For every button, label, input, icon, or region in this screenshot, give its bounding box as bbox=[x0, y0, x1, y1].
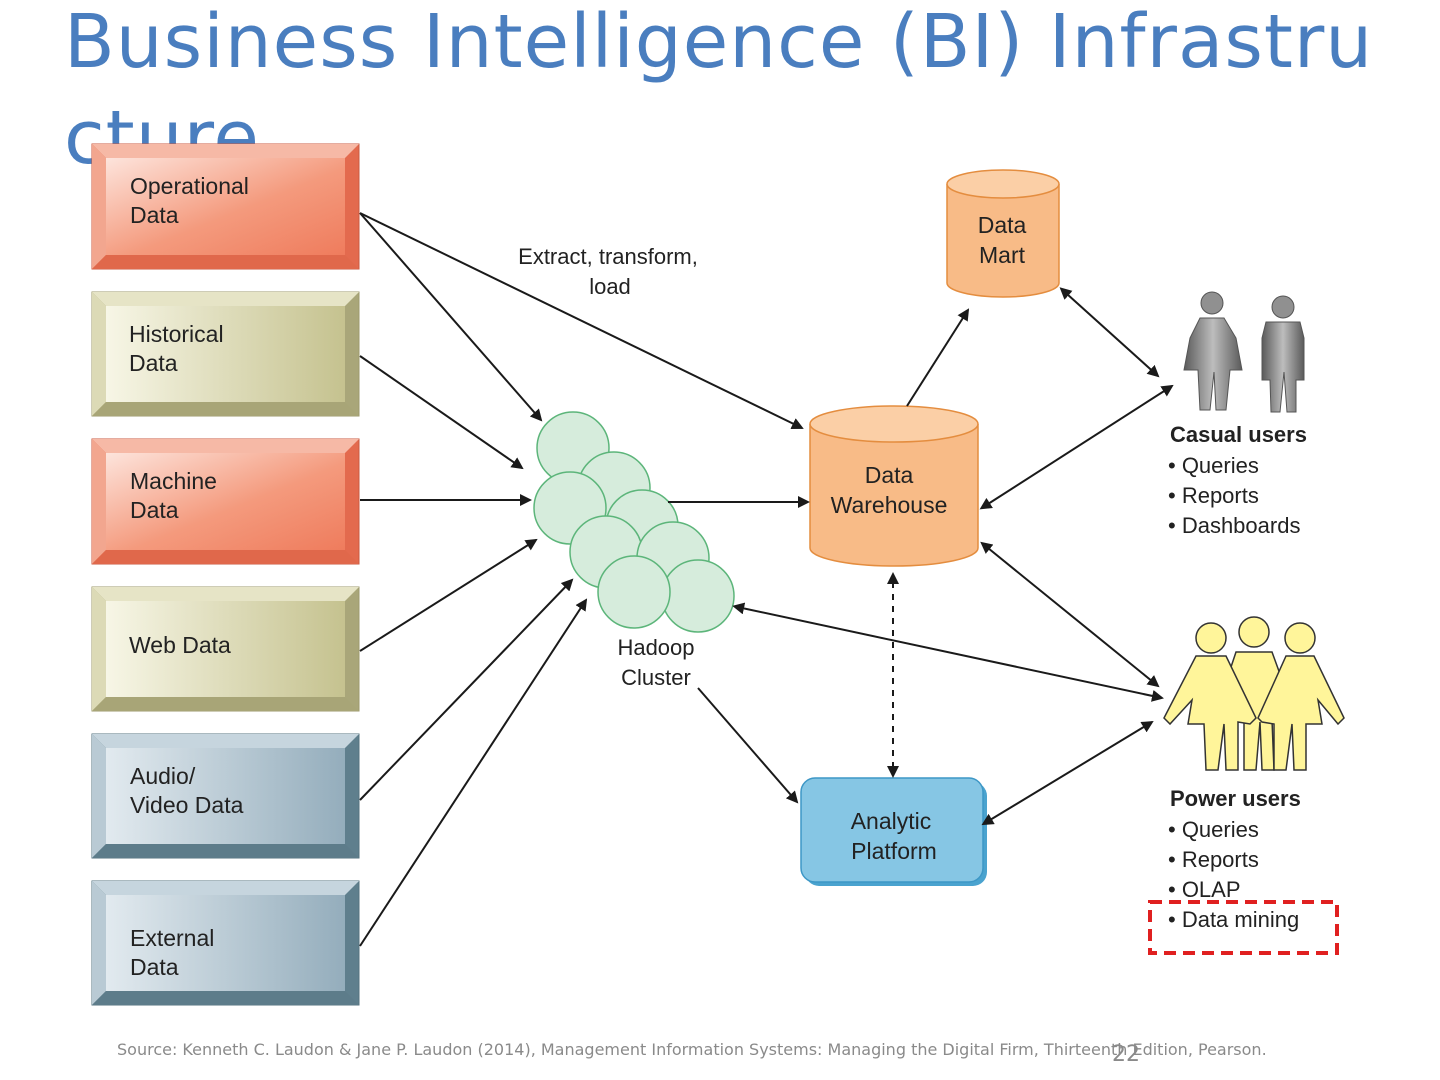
source-arrows bbox=[359, 212, 804, 947]
arrow-operational-to-warehouse bbox=[359, 212, 804, 430]
arrow-web-to-hadoop bbox=[359, 538, 538, 652]
arrow-external-to-hadoop bbox=[359, 598, 588, 947]
source-citation: Source: Kenneth C. Laudon & Jane P. Laud… bbox=[117, 1040, 1267, 1059]
power-users-icon bbox=[1163, 616, 1345, 771]
power-users-item-data-mining: • Data mining bbox=[1168, 907, 1299, 932]
source-audio-video-data: Audio/ Video Data bbox=[91, 733, 360, 859]
warehouse-label-line1: Data bbox=[865, 462, 914, 488]
mart-label-line2: Mart bbox=[979, 242, 1026, 268]
casual-users-item: • Reports bbox=[1168, 483, 1259, 508]
arrow-hadoop-to-analytic bbox=[697, 687, 799, 804]
source-web-data: Web Data bbox=[91, 586, 360, 712]
casual-users-item: • Queries bbox=[1168, 453, 1259, 478]
analytic-label-line1: Analytic bbox=[851, 808, 932, 834]
casual-users-title: Casual users bbox=[1170, 422, 1307, 447]
power-users-item: • Queries bbox=[1168, 817, 1259, 842]
source-label-line1: Audio/ bbox=[130, 763, 196, 789]
etl-label-line2: load bbox=[589, 274, 631, 299]
source-label-line1: External bbox=[130, 925, 214, 951]
source-label-line2: Data bbox=[129, 350, 178, 376]
source-label-line2: Data bbox=[130, 497, 179, 523]
data-warehouse: Data Warehouse bbox=[809, 405, 979, 567]
arrow-warehouse-casual bbox=[979, 384, 1174, 510]
source-historical-data: Historical Data bbox=[91, 291, 360, 417]
source-label-line2: Data bbox=[130, 954, 179, 980]
mart-label-line1: Data bbox=[978, 212, 1027, 238]
source-label-line2: Video Data bbox=[130, 792, 244, 818]
data-mining-highlight-box bbox=[1148, 900, 1339, 955]
arrow-historical-to-hadoop bbox=[359, 355, 524, 470]
source-operational-data: Operational Data bbox=[91, 143, 360, 270]
data-mart: Data Mart bbox=[946, 169, 1060, 298]
source-machine-data: Machine Data bbox=[91, 438, 360, 565]
page-number: 22 bbox=[1112, 1042, 1140, 1067]
power-users-title: Power users bbox=[1170, 786, 1301, 811]
casual-users-item: • Dashboards bbox=[1168, 513, 1300, 538]
flow-arrows bbox=[668, 287, 1174, 826]
power-users-item: • OLAP bbox=[1168, 877, 1241, 902]
hadoop-label-line2: Cluster bbox=[621, 665, 691, 690]
source-external-data: External Data bbox=[91, 880, 360, 1006]
arrow-audio-to-hadoop bbox=[359, 578, 574, 801]
source-label-line2: Data bbox=[130, 202, 179, 228]
power-users-item: • Reports bbox=[1168, 847, 1259, 872]
warehouse-label-line2: Warehouse bbox=[831, 492, 948, 518]
hadoop-cluster bbox=[533, 411, 735, 633]
arrow-analytic-power bbox=[981, 720, 1154, 826]
etl-label-line1: Extract, transform, bbox=[518, 244, 698, 269]
hadoop-label-line1: Hadoop bbox=[617, 635, 694, 660]
source-label-line1: Operational bbox=[130, 173, 249, 199]
analytic-platform: Analytic Platform bbox=[800, 777, 987, 886]
casual-users-icon bbox=[1183, 291, 1305, 413]
arrow-warehouse-to-mart bbox=[906, 308, 970, 407]
source-label-line1: Historical bbox=[129, 321, 224, 347]
source-label-line1: Machine bbox=[130, 468, 217, 494]
page-title: Business Intelligence (BI) Infrastructur… bbox=[64, 0, 1374, 181]
arrow-operational-to-hadoop bbox=[359, 212, 543, 422]
source-label-line1: Web Data bbox=[129, 632, 231, 658]
arrow-mart-casual bbox=[1059, 287, 1160, 378]
analytic-label-line2: Platform bbox=[851, 838, 937, 864]
arrow-hadoop-power bbox=[732, 602, 1164, 702]
